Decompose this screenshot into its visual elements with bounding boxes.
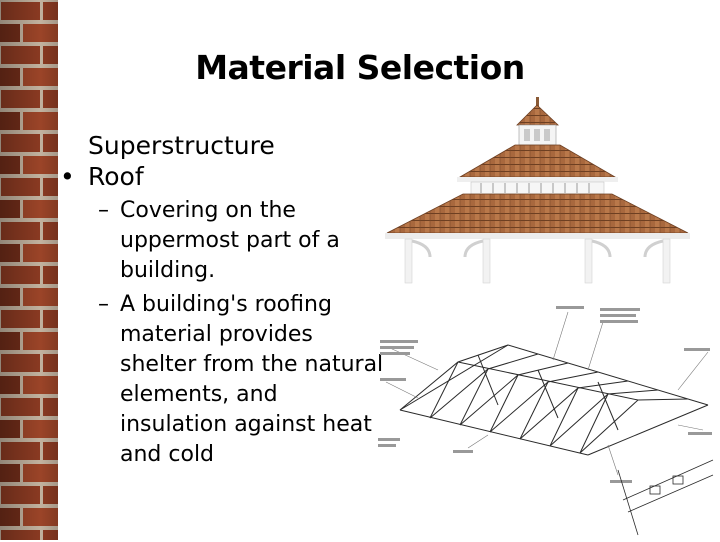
gazebo-image xyxy=(385,95,690,285)
dash-marker: – xyxy=(98,198,109,223)
bullet-item: • Roof xyxy=(60,161,390,192)
sub-bullet-text: Covering on the uppermost part of a buil… xyxy=(120,198,340,283)
sub-bullet-text: A building's roofing material provides s… xyxy=(120,292,384,467)
bullet-text: Roof xyxy=(88,162,144,191)
truss-diagram xyxy=(378,300,718,538)
brick-wall-border xyxy=(0,0,58,540)
slide-title: Material Selection xyxy=(195,48,525,87)
dash-marker: – xyxy=(98,292,109,317)
slide-body: Superstructure • Roof – Covering on the u… xyxy=(60,130,390,470)
bullet-dot: • xyxy=(60,162,75,191)
section-heading: Superstructure xyxy=(88,131,275,160)
sub-bullet-2: – A building's roofing material provides… xyxy=(60,290,390,470)
sub-bullet-1: – Covering on the uppermost part of a bu… xyxy=(60,196,390,286)
